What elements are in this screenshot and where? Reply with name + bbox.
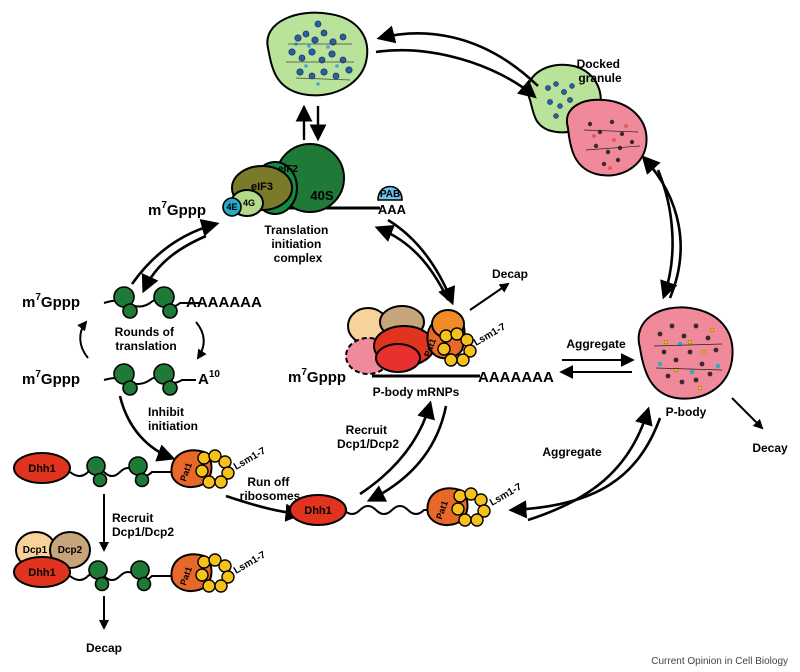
pbody-mrnps-label: P-body mRNPs	[373, 385, 460, 399]
lsm17-label-1: Lsm1-7	[232, 445, 268, 472]
inhibit-initiation-label: Inhibit initiation	[148, 405, 198, 433]
docked-granule	[527, 63, 648, 177]
decay-label: Decay	[752, 441, 788, 455]
cap-label-polysome: m7Gppp	[22, 292, 80, 311]
lsm1-7-ring	[195, 449, 235, 489]
polysome-long-polya	[103, 286, 200, 319]
repressed-mrnp-with-ribosomes	[13, 449, 235, 489]
arrows-docked-pbody	[641, 155, 682, 300]
dcp2-label: Dcp2	[58, 545, 83, 556]
lsm17-label-2: Lsm1-7	[232, 549, 268, 576]
eif4e-label: 4E	[226, 202, 237, 212]
dhh1-label-3: Dhh1	[304, 505, 332, 517]
dcp1-label: Dcp1	[23, 545, 48, 556]
cap-label-top: m7Gppp	[148, 200, 206, 219]
eif2-label: eIF2	[278, 164, 298, 175]
cap-label-mid: m7Gppp	[288, 367, 346, 386]
arrows-recruit-dcp-mid	[359, 400, 448, 502]
lsm1-7-ring	[437, 327, 477, 367]
arrows-initiation-mrnps	[374, 218, 456, 306]
dhh1	[289, 494, 347, 526]
decap-bottom-label: Decap	[86, 641, 122, 655]
recruit-dcp-mid-label: Recruit Dcp1/Dcp2	[337, 423, 399, 451]
docked-granule-label: Docked granule	[577, 57, 624, 85]
aggregate-bottom-label: Aggregate	[542, 445, 602, 459]
pbody-mrnp-complex	[345, 305, 480, 378]
decapping-mrnp-with-ribosomes	[13, 531, 235, 593]
journal-credit: Current Opinion in Cell Biology	[651, 656, 788, 667]
translation-initiation-complex	[222, 143, 403, 217]
arrows-rounds-of-translation	[77, 320, 207, 360]
arrows-aggregate-top	[559, 353, 635, 379]
translation-initiation-complex-label: Translation initiation complex	[264, 223, 331, 265]
arrow-decap-top	[469, 282, 510, 311]
eif4e	[222, 197, 242, 217]
ribosome-40s-label: 40S	[310, 188, 333, 203]
lsm17-label-mid: Lsm1-7	[472, 321, 508, 348]
stress-granule-top	[266, 11, 369, 97]
polya-aaa-label: AAA	[378, 202, 407, 217]
lsm1-7-ring	[195, 553, 235, 593]
decap-top-label: Decap	[492, 267, 528, 281]
arrow-inhibit-initiation	[118, 395, 176, 462]
pbody-granule	[637, 306, 734, 400]
run-off-ribosomes-label: Run off ribosomes	[240, 475, 301, 503]
free-mrnp	[289, 487, 491, 527]
arrow-decay	[731, 397, 764, 430]
rounds-of-translation-label: Rounds of translation	[115, 325, 178, 353]
dhh1	[13, 556, 71, 588]
pbody-label: P-body	[666, 405, 707, 419]
recruit-dcp-left-label: Recruit Dcp1/Dcp2	[112, 511, 174, 539]
polya-a10-label: A10	[198, 369, 220, 388]
arrows-granule-docked	[375, 25, 539, 99]
polya-mid-label: AAAAAAA	[478, 369, 554, 386]
arrows-granule-initiation	[295, 104, 327, 142]
cap-label-a10: m7Gppp	[22, 369, 80, 388]
lsm17-label-3: Lsm1-7	[488, 481, 524, 508]
pab-label: PAB	[380, 189, 400, 200]
eif4g-label: 4G	[243, 198, 255, 208]
dhh1-label-1: Dhh1	[28, 463, 56, 475]
arrows-initiation-polysome	[130, 218, 220, 294]
lsm1-7-ring	[451, 487, 491, 527]
eif3-label: eIF3	[251, 181, 273, 193]
dhh1	[13, 452, 71, 484]
dhh1-label-2: Dhh1	[28, 567, 56, 579]
polya-long-label: AAAAAAA	[186, 294, 262, 311]
arrows-aggregate-bottom	[508, 406, 662, 522]
pab	[377, 185, 403, 201]
aggregate-top-label: Aggregate	[566, 337, 626, 351]
polysome-short-polya	[103, 363, 196, 396]
